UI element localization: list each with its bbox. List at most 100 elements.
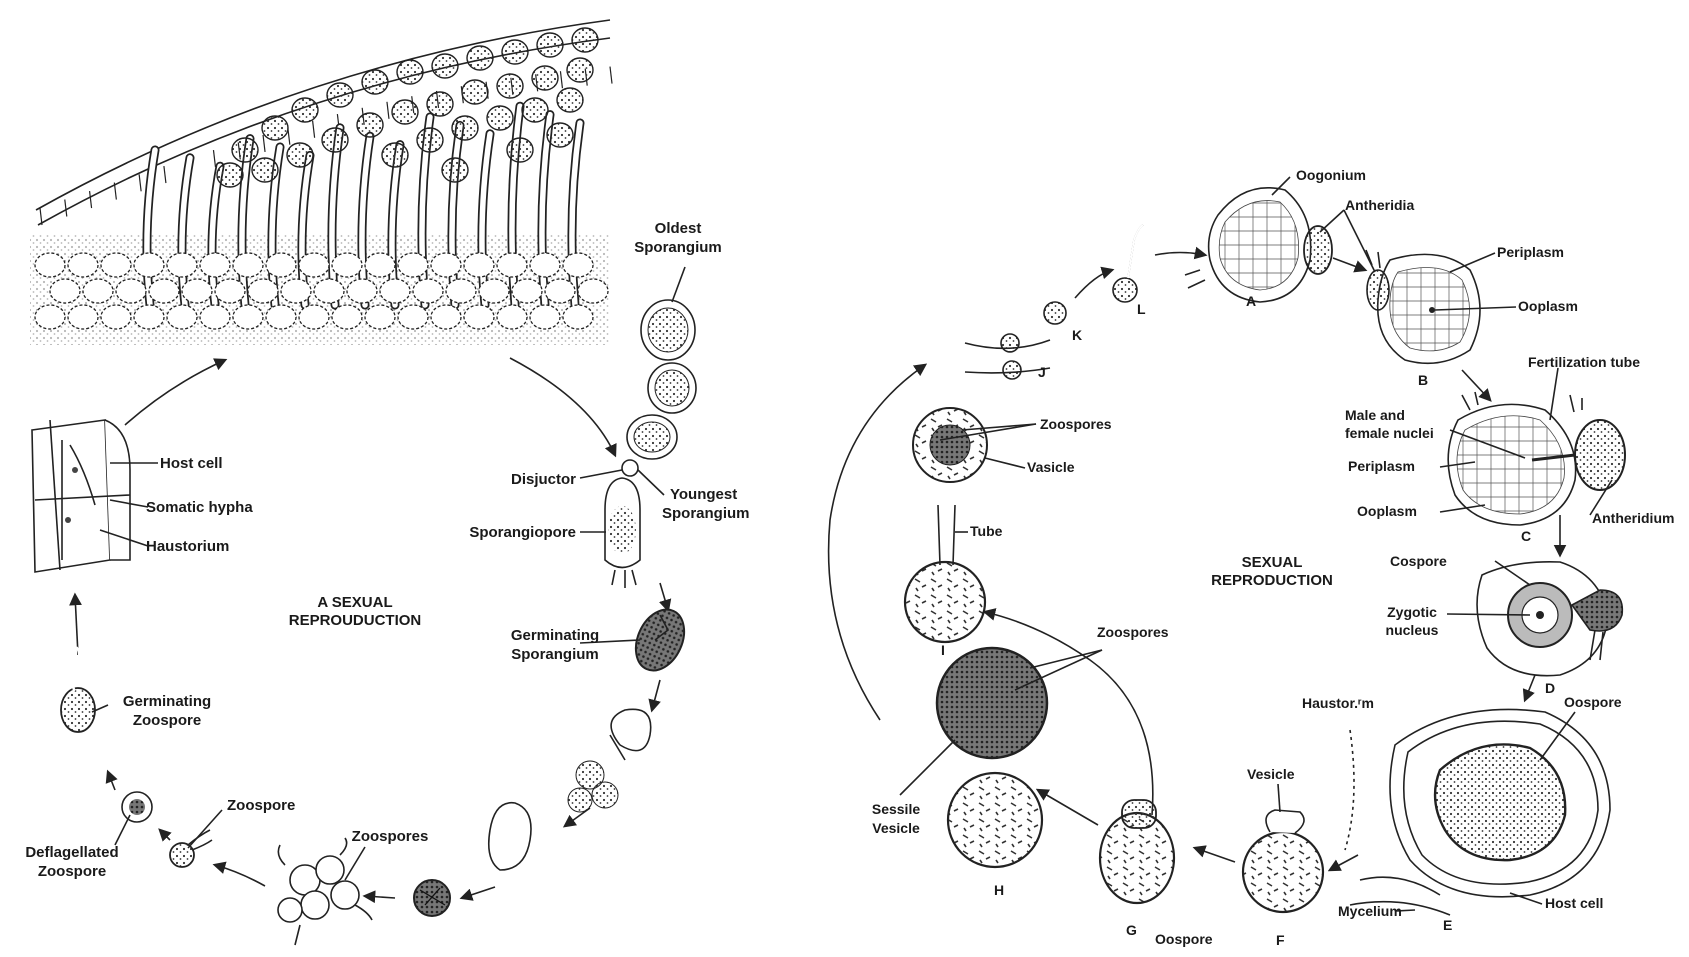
sexual-title-line2: REPRODUCTION [1211, 572, 1333, 589]
tube-label: Tube [970, 523, 1003, 539]
cycle-arrow [1525, 675, 1535, 700]
zoospore-cluster [414, 880, 450, 916]
sporangium [252, 158, 278, 182]
sporangium [292, 98, 318, 122]
mesophyll-cell [149, 279, 179, 303]
mesophyll-cell [200, 253, 230, 277]
stage-e-oospore-in-host [1345, 709, 1610, 915]
sporangium [462, 80, 488, 104]
sessile-vesicle-label-line1: Sessile [872, 801, 920, 817]
germinating-zoospore-label-line2: Zoospore [133, 712, 201, 729]
deflagellated-zoospore-label-line2: Zoospore [38, 863, 106, 880]
zoospores-i-label: Zoospores [1040, 416, 1112, 432]
antheridium-label: Antheridium [1592, 510, 1674, 526]
mesophyll-cell [299, 305, 329, 329]
zoospore-label: Zoospore [227, 797, 295, 814]
deflagellated-zoospore [122, 792, 152, 822]
oldest-sporangium-label-line2: Sporangium [634, 239, 722, 256]
zoospores-h-label: Zoospores [1097, 624, 1169, 640]
stage-letter-a: A [1246, 293, 1256, 309]
sporangium-chain [605, 300, 696, 588]
cycle-arrow [510, 358, 615, 455]
disjunctor-label: Disjuctor [511, 471, 576, 488]
sessile-vesicle-label-line2: Vesicle [872, 820, 920, 836]
mesophyll-cell [464, 253, 494, 277]
mesophyll-cell [578, 279, 608, 303]
stage-k-zoospore [1044, 302, 1066, 324]
stage-letter-e: E [1443, 917, 1452, 933]
mesophyll-cell [281, 279, 311, 303]
mesophyll-cell [68, 253, 98, 277]
cycle-arrow [125, 360, 225, 425]
antheridia-label: Antheridia [1345, 197, 1414, 213]
mesophyll-cell [479, 279, 509, 303]
mesophyll-cell [134, 305, 164, 329]
sexual-cycle-panel: SEXUAL REPRODUCTION Oogonium Antheridia … [829, 167, 1675, 948]
haustorium-label: Haustorium [146, 538, 229, 555]
cycle-arrow [215, 865, 265, 886]
stage-letter-h: H [994, 882, 1004, 898]
mesophyll-cell [347, 279, 377, 303]
zoospore [170, 830, 212, 867]
mesophyll-cell [266, 253, 296, 277]
ooplasm-c-label: Ooplasm [1357, 503, 1417, 519]
stage-letter-f: F [1276, 932, 1285, 948]
sporangium [432, 54, 458, 78]
stage-letter-d: D [1545, 680, 1555, 696]
vesicle-i-label: Vasicle [1027, 459, 1075, 475]
empty-sporangium [489, 803, 531, 870]
sporangium [572, 28, 598, 52]
cycle-arrow [75, 595, 78, 655]
somatic-hypha-label: Somatic hypha [146, 499, 253, 516]
asexual-title-line1: A SEXUAL [317, 594, 392, 611]
stage-f-vesicle [1243, 810, 1323, 912]
youngest-sporangium-label-line2: Sporangium [662, 505, 750, 522]
sporangium [537, 33, 563, 57]
mesophyll-cell [530, 305, 560, 329]
mesophyll-cell [464, 305, 494, 329]
mesophyll-cell [35, 305, 65, 329]
sporangium [532, 66, 558, 90]
mesophyll-cell [233, 305, 263, 329]
cycle-arrow [1155, 253, 1205, 256]
sporangium [467, 46, 493, 70]
mesophyll-cell [332, 253, 362, 277]
sporangiophore-label: Sporangiopore [469, 524, 576, 541]
stage-c-fertilization [1448, 392, 1625, 525]
sporangium [452, 116, 478, 140]
mesophyll-cell [68, 305, 98, 329]
deflagellated-zoospore-label-line1: Deflagellated [25, 844, 118, 861]
mesophyll-cell [512, 279, 542, 303]
mesophyll-cell [167, 305, 197, 329]
stage-d-oospore [1477, 562, 1622, 676]
sporangium [502, 40, 528, 64]
mesophyll-cell [134, 253, 164, 277]
mesophyll-cell [200, 305, 230, 329]
periplasm-c-label: Periplasm [1348, 458, 1415, 474]
released-zoospores [278, 838, 372, 945]
stage-letter-b: B [1418, 372, 1428, 388]
epidermal-cell-wall [610, 67, 612, 84]
ooplasm-b-label: Ooplasm [1518, 298, 1578, 314]
cycle-arrow [462, 887, 495, 898]
stage-letter-g: G [1126, 922, 1137, 938]
mesophyll-cell [215, 279, 245, 303]
sporangium [357, 113, 383, 137]
male-female-nuclei-label-line1: Male and [1345, 407, 1405, 423]
sporangium [217, 163, 243, 187]
oospore-f-label: Oospore [1155, 931, 1213, 947]
cycle-arrow [652, 680, 660, 710]
mycelium-label: Mycelium [1338, 903, 1402, 919]
sporangium [557, 88, 583, 112]
sporangium [262, 116, 288, 140]
releasing-sporangium [568, 709, 651, 812]
cycle-arrow [1330, 855, 1358, 870]
cycle-arrow [1038, 790, 1098, 825]
sporangium [487, 106, 513, 130]
sexual-title-line1: SEXUAL [1242, 554, 1303, 571]
stage-letter-l: L [1137, 301, 1146, 317]
germinating-sporangium-label-line2: Sporangium [511, 646, 599, 663]
mesophyll-cell [446, 279, 476, 303]
mesophyll-cell [545, 279, 575, 303]
